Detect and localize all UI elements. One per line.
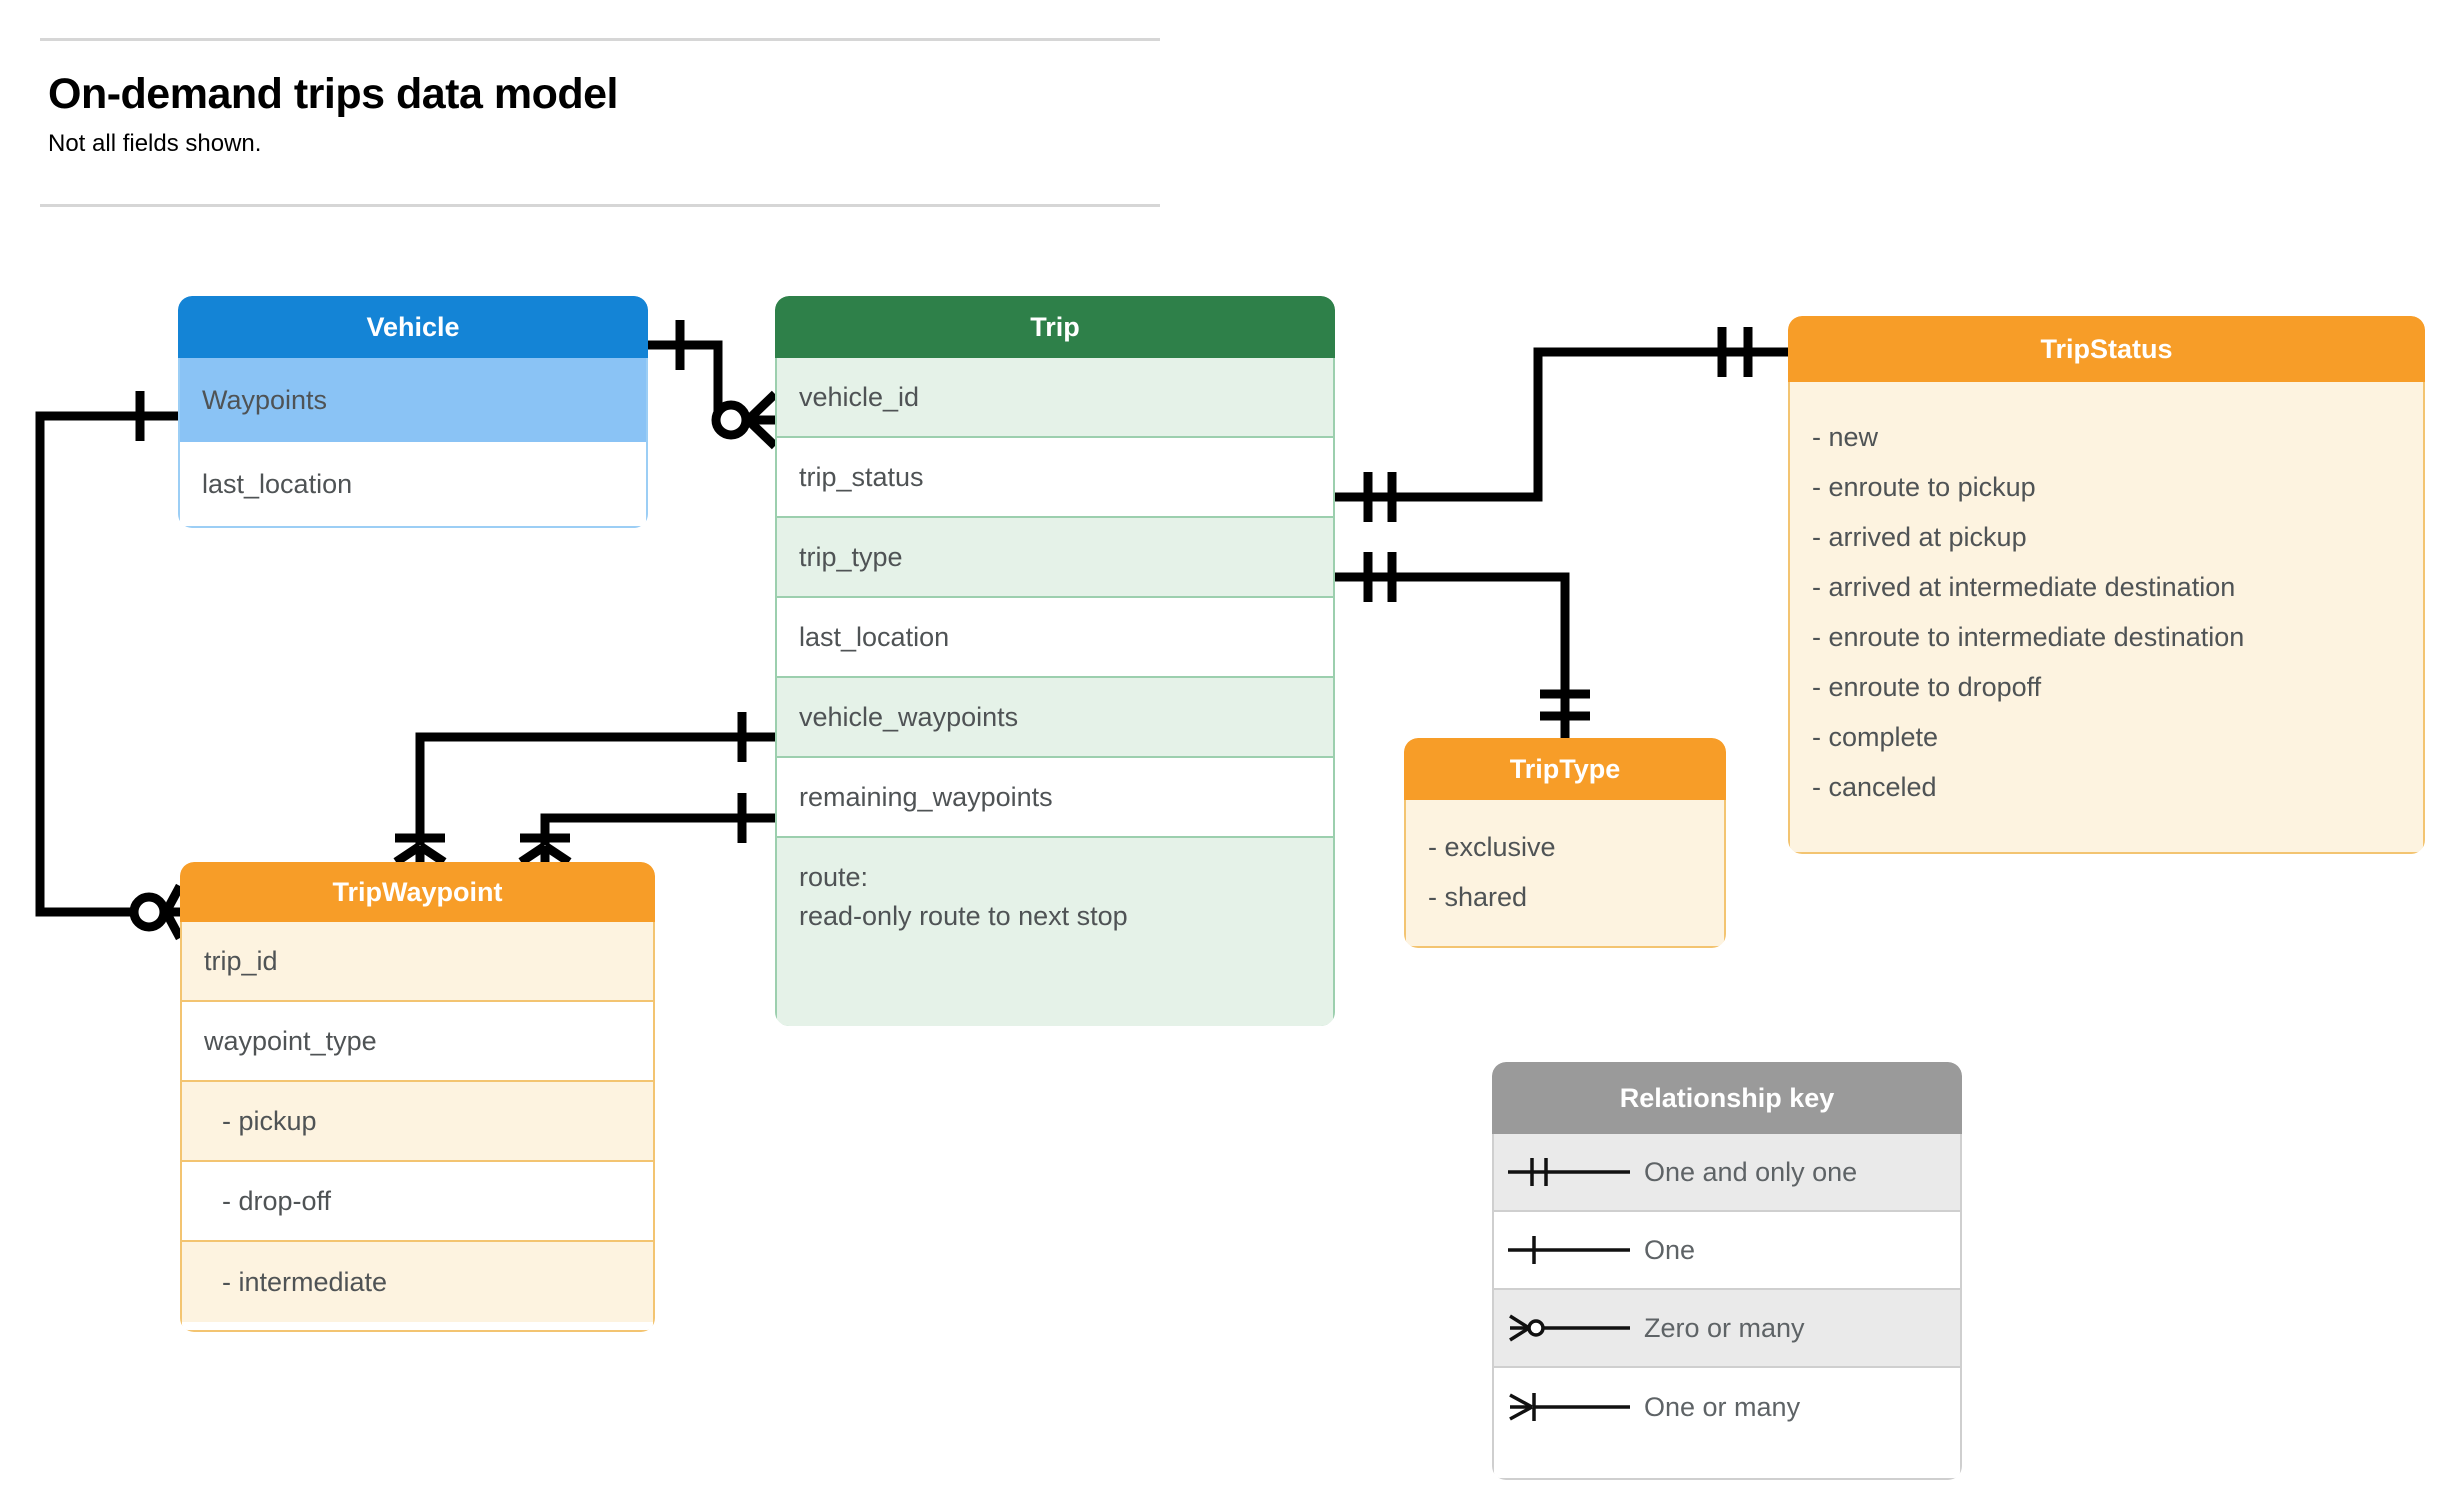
field-row-route[interactable]: route: read-only route to next stop	[777, 838, 1333, 1026]
enum-value: - complete	[1812, 722, 1939, 752]
header-divider-top	[40, 38, 1160, 41]
enum-value: - arrived at pickup	[1812, 522, 2027, 552]
legend-title: Relationship key	[1492, 1062, 1962, 1134]
entity-trip-type-values: - exclusive - shared	[1404, 800, 1726, 948]
field-row[interactable]: trip_status	[777, 438, 1333, 518]
legend-label: One or many	[1644, 1391, 1801, 1422]
field-row[interactable]: remaining_waypoints	[777, 758, 1333, 838]
connector-trip-triptype	[1335, 572, 1570, 738]
field-route-description: read-only route to next stop	[799, 901, 1128, 932]
field-row[interactable]: - drop-off	[182, 1162, 653, 1242]
entity-trip-type-title: TripType	[1404, 738, 1726, 800]
one-or-many-icon	[1494, 1387, 1644, 1427]
field-row[interactable]: trip_id	[182, 922, 653, 1002]
entity-trip-fields: vehicle_id trip_status trip_type last_lo…	[775, 358, 1335, 1026]
legend-row[interactable]: One or many	[1494, 1368, 1960, 1446]
connector-vehicle-waypoints-tripwaypoint	[35, 411, 178, 917]
enum-value: - canceled	[1812, 772, 1937, 802]
entity-trip[interactable]: Trip vehicle_id trip_status trip_type la…	[775, 296, 1335, 1026]
enum-value: - new	[1812, 422, 1879, 452]
connector-trip-vehicle-waypoints	[415, 732, 775, 845]
entity-trip-status[interactable]: TripStatus - new - enroute to pickup - a…	[1788, 316, 2425, 854]
enum-value: - enroute to pickup	[1812, 472, 2036, 502]
enum-value: - exclusive	[1428, 832, 1556, 862]
field-row[interactable]: last_location	[180, 442, 646, 526]
header-divider-bottom	[40, 204, 1160, 207]
page-title: On-demand trips data model	[48, 70, 618, 118]
enum-value: - enroute to intermediate destination	[1812, 622, 2245, 652]
page-subtitle: Not all fields shown.	[48, 130, 262, 157]
one-icon	[1494, 1230, 1644, 1270]
field-row[interactable]: - intermediate	[182, 1242, 653, 1322]
field-row[interactable]: last_location	[777, 598, 1333, 678]
field-row[interactable]: vehicle_waypoints	[777, 678, 1333, 758]
enum-value: - shared	[1428, 882, 1528, 912]
entity-vehicle-title: Vehicle	[178, 296, 648, 358]
entity-trip-waypoint-title: TripWaypoint	[180, 862, 655, 922]
entity-trip-waypoint[interactable]: TripWaypoint trip_id waypoint_type - pic…	[180, 862, 655, 1332]
entity-trip-waypoint-fields: trip_id waypoint_type - pickup - drop-of…	[180, 922, 655, 1332]
entity-trip-type[interactable]: TripType - exclusive - shared	[1404, 738, 1726, 948]
legend-row[interactable]: Zero or many	[1494, 1290, 1960, 1368]
one-and-only-one-icon	[1494, 1152, 1644, 1192]
entity-trip-title: Trip	[775, 296, 1335, 358]
entity-vehicle[interactable]: Vehicle Waypoints last_location	[178, 296, 648, 528]
entity-vehicle-fields: Waypoints last_location	[178, 358, 648, 528]
field-row[interactable]: vehicle_id	[777, 358, 1333, 438]
field-row[interactable]: waypoint_type	[182, 1002, 653, 1082]
legend-label: One	[1644, 1234, 1696, 1265]
legend-row[interactable]: One and only one	[1494, 1134, 1960, 1212]
connector-trip-remaining-waypoints	[540, 813, 775, 845]
connector-trip-tripstatus	[1335, 347, 1788, 502]
legend-label: One and only one	[1644, 1156, 1858, 1187]
field-row[interactable]: Waypoints	[180, 358, 646, 442]
zero-or-many-icon	[1494, 1308, 1644, 1348]
field-row[interactable]: trip_type	[777, 518, 1333, 598]
field-row[interactable]: - pickup	[182, 1082, 653, 1162]
field-route-label: route:	[799, 862, 869, 892]
enum-value: - arrived at intermediate destination	[1812, 572, 2236, 602]
connector-vehicle-trip	[648, 340, 762, 425]
legend-rows: One and only one One	[1492, 1134, 1962, 1480]
legend-row[interactable]: One	[1494, 1212, 1960, 1290]
entity-trip-status-values: - new - enroute to pickup - arrived at p…	[1788, 382, 2425, 854]
legend-label: Zero or many	[1644, 1312, 1805, 1343]
enum-value: - enroute to dropoff	[1812, 672, 2042, 702]
relationship-key-legend[interactable]: Relationship key One and only one	[1492, 1062, 1962, 1480]
entity-trip-status-title: TripStatus	[1788, 316, 2425, 382]
